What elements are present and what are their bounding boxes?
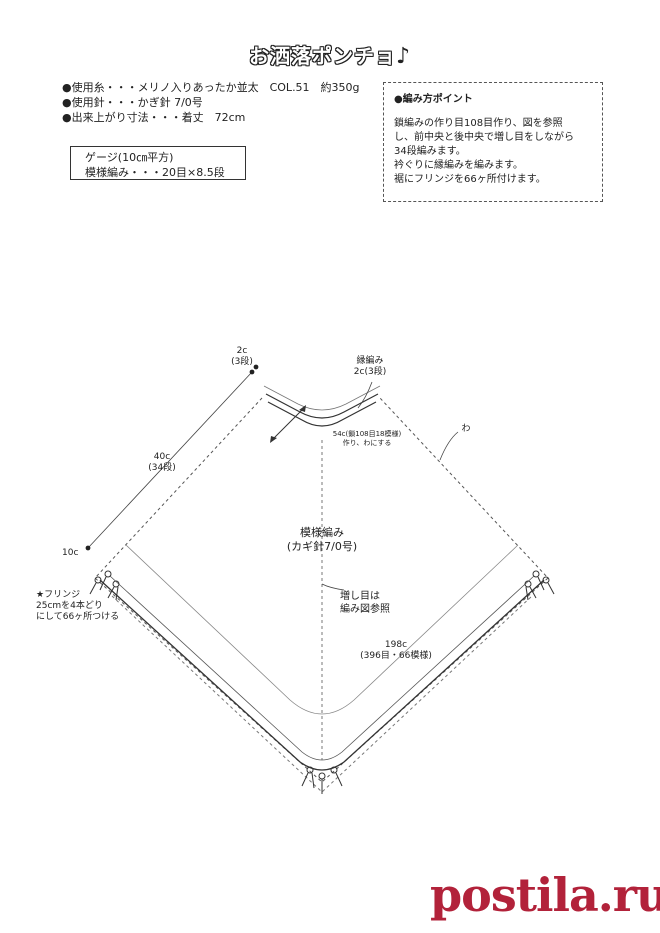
fringe-strand	[311, 772, 315, 789]
bottom-left-size: 10c	[62, 548, 79, 558]
fringe-note: ★フリンジ 25cmを4本どり にして66ヶ所つける	[36, 590, 119, 623]
edge-label-text: 縁編み	[356, 356, 384, 366]
fringe-note-b: 25cmを4本どり	[36, 601, 103, 611]
fringe-strand	[537, 576, 545, 591]
neckline-edging	[265, 393, 379, 419]
fringe-knot	[104, 570, 112, 578]
points-line: し、前中央と後中央で増し目をしながら	[394, 132, 574, 143]
points-heading: ●編み方ポイント	[394, 94, 473, 105]
fringe-strand	[107, 586, 115, 599]
hook-spec: ●使用針・・・かぎ針 7/0号	[62, 96, 203, 109]
points-line: 裾にフリンジを66ヶ所付けます。	[394, 174, 546, 185]
fringe-strand	[547, 582, 555, 595]
fringe-strand	[525, 586, 529, 601]
outer-dashed-outline	[94, 397, 549, 783]
dimension-dot	[249, 369, 255, 375]
fringe-knot	[542, 576, 550, 584]
fringe-note-c: にして66ヶ所つける	[36, 612, 120, 622]
music-note-icon: ♪	[395, 44, 412, 69]
fringe-bottom	[301, 766, 343, 794]
gauge-box: ゲージ(10㎝平方) 模様編み・・・20目×8.5段	[70, 146, 246, 180]
increase-note: 増し目は 編み図参照	[340, 590, 390, 616]
fringe-strand	[335, 772, 343, 787]
pattern-label-b: (カギ針7/0号)	[286, 540, 358, 553]
side-dimension-line	[87, 371, 253, 549]
dimension-dot	[253, 364, 259, 370]
fringe-knot	[524, 580, 532, 588]
fringe-knot	[94, 576, 102, 584]
neck-arrow	[271, 407, 305, 441]
fringe-strand	[89, 582, 97, 595]
wa-leader	[439, 431, 459, 461]
points-line: 34段編みます。	[394, 146, 466, 157]
chain-note-a: 54c(鎖108目18模様)	[332, 430, 402, 438]
hem-border-inner	[109, 575, 535, 761]
fringe-strand	[529, 586, 537, 599]
dimension-dot	[85, 545, 91, 551]
increase-note-b: 編み図参照	[340, 604, 390, 615]
neckline-edging-outer	[263, 385, 381, 411]
top-left-size: 2c (3段)	[224, 346, 260, 368]
points-line: 鎖編みの作り目108目作り、図を参照	[394, 118, 563, 129]
side-size-a: 40c	[153, 452, 171, 462]
size-spec: ●出来上がり寸法・・・着丈 72cm	[62, 111, 246, 124]
edge-size-text: 2c(3段)	[353, 367, 387, 377]
title-text: お洒落ポンチョ	[248, 44, 396, 68]
points-line: 衿ぐりに縁編みを編みます。	[394, 160, 523, 171]
side-size: 40c (34段)	[140, 452, 184, 474]
fringe-knot	[330, 766, 338, 774]
increase-curve	[125, 544, 519, 715]
top-left-size-b: (3段)	[231, 357, 253, 367]
fringe-strand	[115, 586, 119, 601]
pattern-label-a: 模様編み	[300, 526, 344, 539]
fringe-strand	[99, 576, 107, 591]
fringe-right	[524, 570, 555, 601]
wa-label: わ	[461, 424, 471, 434]
hem-border	[99, 579, 545, 771]
hem-size: 198c (396目・66模様)	[356, 640, 436, 662]
chain-note-b: 作り、わにする	[342, 439, 392, 447]
knitting-points-box: ●編み方ポイント 鎖編みの作り目108目作り、図を参照 し、前中央と後中央で増し…	[383, 82, 603, 202]
materials-list: ●使用糸・・・メリノ入りあったか並太 COL.51 約350g ●使用針・・・か…	[62, 80, 360, 125]
chain-note: 54c(鎖108目18模様) 作り、わにする	[322, 430, 412, 448]
pattern-label: 模様編み (カギ針7/0号)	[262, 526, 382, 554]
yarn-spec: ●使用糸・・・メリノ入りあったか並太 COL.51 約350g	[62, 81, 360, 94]
fringe-left	[89, 570, 120, 601]
top-left-size-a: 2c	[236, 346, 248, 356]
watermark-logo: postila.ru	[430, 868, 660, 922]
hem-size-b: (396目・66模様)	[360, 651, 432, 661]
fringe-knot	[318, 772, 326, 780]
edge-label: 縁編み 2c(3段)	[342, 356, 398, 378]
fringe-knot	[532, 570, 540, 578]
fringe-knot	[306, 766, 314, 774]
arrow-head-icon	[299, 405, 306, 412]
arrow-head-icon	[270, 436, 277, 443]
neckline-edging-inner	[267, 401, 377, 427]
gauge-heading: ゲージ(10㎝平方)	[85, 151, 174, 164]
fringe-note-a: ★フリンジ	[36, 590, 81, 600]
hem-size-a: 198c	[384, 640, 408, 650]
increase-note-a: 増し目は	[340, 591, 380, 602]
page-title: お洒落ポンチョ♪	[0, 40, 660, 69]
gauge-pattern: 模様編み・・・20目×8.5段	[85, 166, 225, 179]
side-size-b: (34段)	[148, 463, 176, 473]
edge-leader	[357, 381, 373, 409]
fringe-knot	[112, 580, 120, 588]
increase-leader	[321, 583, 345, 591]
fringe-strand	[301, 772, 309, 787]
